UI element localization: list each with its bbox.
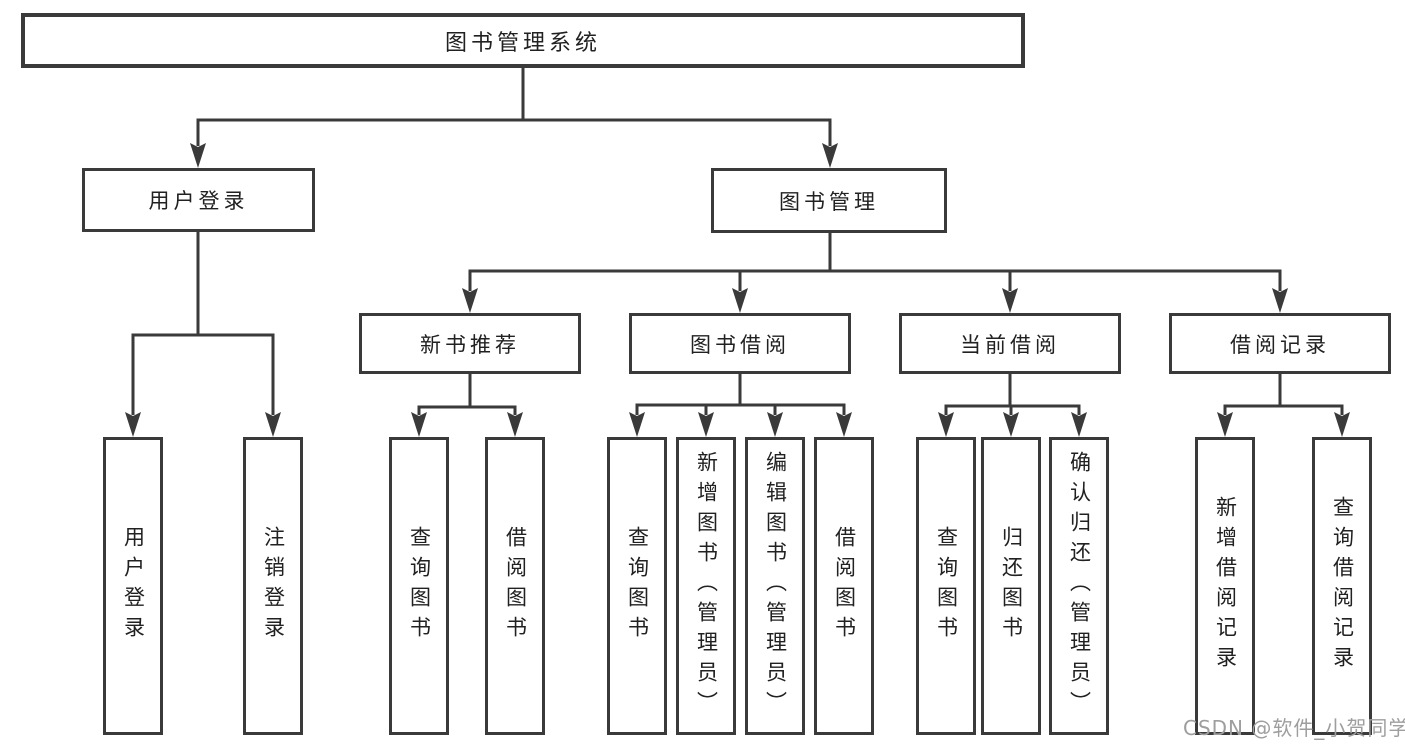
connector-borrow-records-children [1217, 374, 1350, 437]
node-query-books-current: 查询图书 [916, 437, 976, 735]
node-borrow-records: 借阅记录 [1169, 313, 1391, 374]
node-query-books-borrow-label: 查询图书 [625, 526, 650, 646]
node-new-book-rec: 新书推荐 [359, 313, 581, 374]
node-logout-label: 注销登录 [261, 526, 286, 646]
node-query-books-rec-label: 查询图书 [407, 526, 432, 646]
node-borrow-books: 借阅图书 [814, 437, 874, 735]
node-borrow-books-rec-label: 借阅图书 [503, 526, 528, 646]
node-system-root: 图书管理系统 [21, 13, 1025, 68]
node-add-borrow-record-label: 新增借阅记录 [1213, 496, 1238, 676]
node-query-books-rec: 查询图书 [389, 437, 449, 735]
node-add-books-admin: 新增图书（管理员） [676, 437, 736, 735]
node-return-books: 归还图书 [981, 437, 1041, 735]
node-query-books-borrow: 查询图书 [607, 437, 667, 735]
node-query-borrow-record: 查询借阅记录 [1312, 437, 1372, 735]
node-add-books-admin-label: 新增图书（管理员） [694, 451, 719, 721]
node-confirm-return-admin: 确认归还（管理员） [1049, 437, 1109, 735]
node-edit-books-admin: 编辑图书（管理员） [745, 437, 805, 735]
connector-book-borrow-children [629, 374, 852, 437]
node-borrow-books-label: 借阅图书 [832, 526, 857, 646]
node-confirm-return-admin-label: 确认归还（管理员） [1067, 451, 1092, 721]
connector-current-borrow-children [938, 374, 1087, 437]
node-login: 用户登录 [103, 437, 163, 735]
connector-user-login-children [125, 232, 281, 437]
node-current-borrow: 当前借阅 [899, 313, 1121, 374]
node-add-borrow-record: 新增借阅记录 [1195, 437, 1255, 735]
connector-root-to-level2 [190, 68, 838, 168]
node-borrow-books-rec: 借阅图书 [485, 437, 545, 735]
node-logout: 注销登录 [243, 437, 303, 735]
node-query-books-current-label: 查询图书 [934, 526, 959, 646]
node-user-login: 用户登录 [82, 168, 315, 232]
csdn-watermark: CSDN @软件_小贺同学 [1183, 716, 1405, 740]
node-login-label: 用户登录 [121, 526, 146, 646]
node-return-books-label: 归还图书 [999, 526, 1024, 646]
connector-new-book-rec-children [411, 374, 523, 437]
node-edit-books-admin-label: 编辑图书（管理员） [763, 451, 788, 721]
node-book-borrow: 图书借阅 [629, 313, 851, 374]
node-query-borrow-record-label: 查询借阅记录 [1330, 496, 1355, 676]
connector-book-mgmt-children [462, 233, 1288, 313]
node-book-mgmt: 图书管理 [711, 168, 947, 233]
